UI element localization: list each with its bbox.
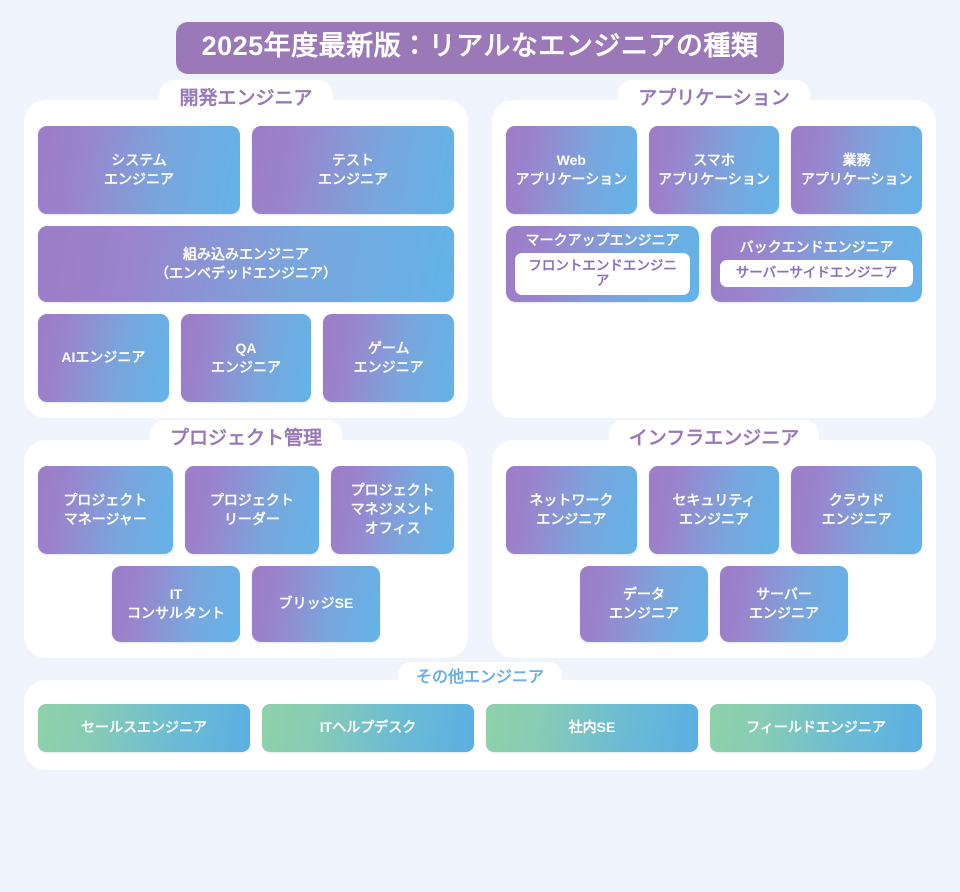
card-network-engineer[interactable]: ネットワーク エンジニア [506,465,637,554]
card-server-engineer[interactable]: サーバー エンジニア [720,565,848,642]
card-row: セールスエンジニア ITヘルプデスク 社内SE フィールドエンジニア [38,703,922,752]
panel-application: アプリケーション Web アプリケーション スマホ アプリケーション 業務 アプ… [492,79,936,418]
panel-project-management: プロジェクト管理 プロジェクト マネージャー プロジェクト リーダー プロジェク… [24,419,468,658]
card-field-engineer[interactable]: フィールドエンジニア [710,703,922,752]
card-title: バックエンドエンジニア [739,239,894,256]
card-row: 組み込みエンジニア （エンベデッドエンジニア） [38,225,454,302]
card-serverside-engineer-pill[interactable]: サーバーサイドエンジニア [720,260,913,288]
card-cloud-engineer[interactable]: クラウド エンジニア [791,465,923,554]
page-header: 2025年度最新版：リアルなエンジニアの種類 [0,0,960,74]
panel-title: アプリケーション [618,79,810,116]
card-title: マークアップエンジニア [525,231,680,248]
panel-other-engineers: その他エンジニア セールスエンジニア ITヘルプデスク 社内SE フィールドエン… [24,661,936,770]
card-embedded-engineer[interactable]: 組み込みエンジニア （エンベデッドエンジニア） [38,225,454,302]
card-system-engineer[interactable]: システム エンジニア [38,125,240,214]
card-game-engineer[interactable]: ゲーム エンジニア [323,313,455,402]
card-row: データ エンジニア サーバー エンジニア [506,565,922,642]
card-test-engineer[interactable]: テスト エンジニア [252,125,454,214]
panel-title: インフラエンジニア [608,419,820,456]
card-sales-engineer[interactable]: セールスエンジニア [38,703,250,752]
card-internal-se[interactable]: 社内SE [486,703,698,752]
card-smartphone-application[interactable]: スマホ アプリケーション [648,125,780,214]
card-frontend-engineer-pill[interactable]: フロントエンドエンジニア [515,253,691,295]
panel-title: 開発エンジニア [159,79,333,116]
card-row: Web アプリケーション スマホ アプリケーション 業務 アプリケーション [506,125,923,214]
card-project-management-office[interactable]: プロジェクト マネジメント オフィス [331,465,455,554]
panel-development-engineer: 開発エンジニア システム エンジニア テスト エンジニア 組み込みエンジニア （… [24,79,468,418]
card-row: プロジェクト マネージャー プロジェクト リーダー プロジェクト マネジメント … [38,465,455,554]
card-ai-engineer[interactable]: AIエンジニア [38,313,169,402]
card-backend-engineer[interactable]: バックエンドエンジニア サーバーサイドエンジニア [711,225,922,302]
card-project-leader[interactable]: プロジェクト リーダー [184,465,320,554]
card-row: マークアップエンジニア フロントエンドエンジニア バックエンドエンジニア サーバ… [506,225,922,302]
page-title: 2025年度最新版：リアルなエンジニアの種類 [175,22,785,74]
card-it-helpdesk[interactable]: ITヘルプデスク [262,703,474,752]
card-security-engineer[interactable]: セキュリティ エンジニア [648,465,780,554]
card-project-manager[interactable]: プロジェクト マネージャー [38,465,173,554]
card-markup-engineer[interactable]: マークアップエンジニア フロントエンドエンジニア [506,225,700,302]
card-business-application[interactable]: 業務 アプリケーション [791,125,923,214]
card-row: ネットワーク エンジニア セキュリティ エンジニア クラウド エンジニア [506,465,923,554]
card-web-application[interactable]: Web アプリケーション [506,125,637,214]
panel-title: その他エンジニア [397,661,563,693]
category-grid: 開発エンジニア システム エンジニア テスト エンジニア 組み込みエンジニア （… [0,79,960,770]
card-data-engineer[interactable]: データ エンジニア [580,565,708,642]
card-bridge-se[interactable]: ブリッジSE [252,565,380,642]
card-it-consultant[interactable]: IT コンサルタント [112,565,240,642]
card-row: AIエンジニア QA エンジニア ゲーム エンジニア [38,313,455,402]
panel-infrastructure-engineer: インフラエンジニア ネットワーク エンジニア セキュリティ エンジニア クラウド… [492,419,936,658]
card-row: システム エンジニア テスト エンジニア [38,125,454,214]
card-qa-engineer[interactable]: QA エンジニア [180,313,312,402]
card-row: IT コンサルタント ブリッジSE [38,565,454,642]
panel-title: プロジェクト管理 [149,419,343,456]
